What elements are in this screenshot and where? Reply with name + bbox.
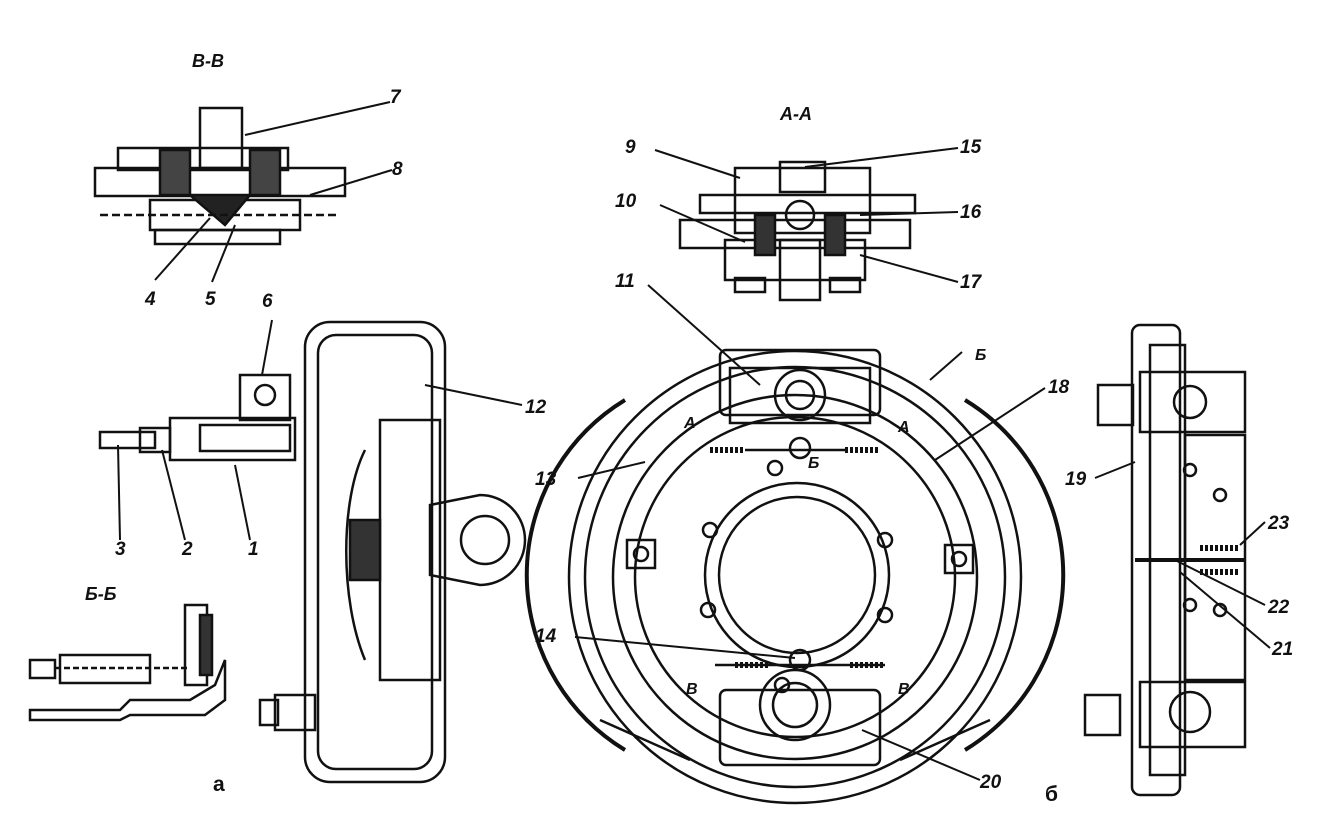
callout-9: 9 xyxy=(625,137,636,158)
callout-18: 18 xyxy=(1048,377,1070,398)
callout-22: 22 xyxy=(1268,597,1290,618)
section-mark-a-left: А xyxy=(684,415,696,432)
section-aa-view xyxy=(678,160,917,302)
callout-17: 17 xyxy=(960,272,982,293)
section-label-aa: А-А xyxy=(780,104,812,124)
callout-15: 15 xyxy=(960,137,982,158)
section-mark-v-left: В xyxy=(686,681,698,698)
callout-16: 16 xyxy=(960,202,982,223)
section-label-bb: Б-Б xyxy=(85,584,117,604)
drum-front-view xyxy=(524,348,1066,805)
callout-8: 8 xyxy=(392,159,403,180)
callout-2: 2 xyxy=(182,539,193,560)
callout-7: 7 xyxy=(390,87,401,108)
right-side-section xyxy=(1083,323,1247,797)
section-mark-v-right: В xyxy=(898,681,910,698)
section-mark-a-right: А xyxy=(898,419,910,436)
callout-11: 11 xyxy=(615,271,635,292)
callout-20: 20 xyxy=(980,772,1002,793)
callout-19: 19 xyxy=(1065,469,1087,490)
callout-3: 3 xyxy=(115,539,126,560)
callout-1: 1 xyxy=(248,539,259,560)
callout-23: 23 xyxy=(1268,513,1290,534)
lever-assembly xyxy=(98,373,297,462)
callout-5: 5 xyxy=(205,289,216,310)
section-bb-view xyxy=(28,603,227,722)
callout-21: 21 xyxy=(1272,639,1294,660)
leader-lines xyxy=(117,101,1271,781)
callout-6: 6 xyxy=(262,291,273,312)
subfigure-label-b: б xyxy=(1045,783,1058,806)
section-mark-b-top: Б xyxy=(975,347,987,364)
section-label-vv: В-В xyxy=(192,51,224,71)
subfigure-label-a: а xyxy=(213,773,225,796)
callout-12: 12 xyxy=(525,397,547,418)
callout-10: 10 xyxy=(615,191,637,212)
callout-13: 13 xyxy=(535,469,557,490)
drum-side-view xyxy=(258,320,527,784)
callout-4: 4 xyxy=(145,289,156,310)
callout-14: 14 xyxy=(535,626,557,647)
section-vv-view xyxy=(93,106,347,246)
section-mark-b-mid: Б xyxy=(808,455,820,472)
